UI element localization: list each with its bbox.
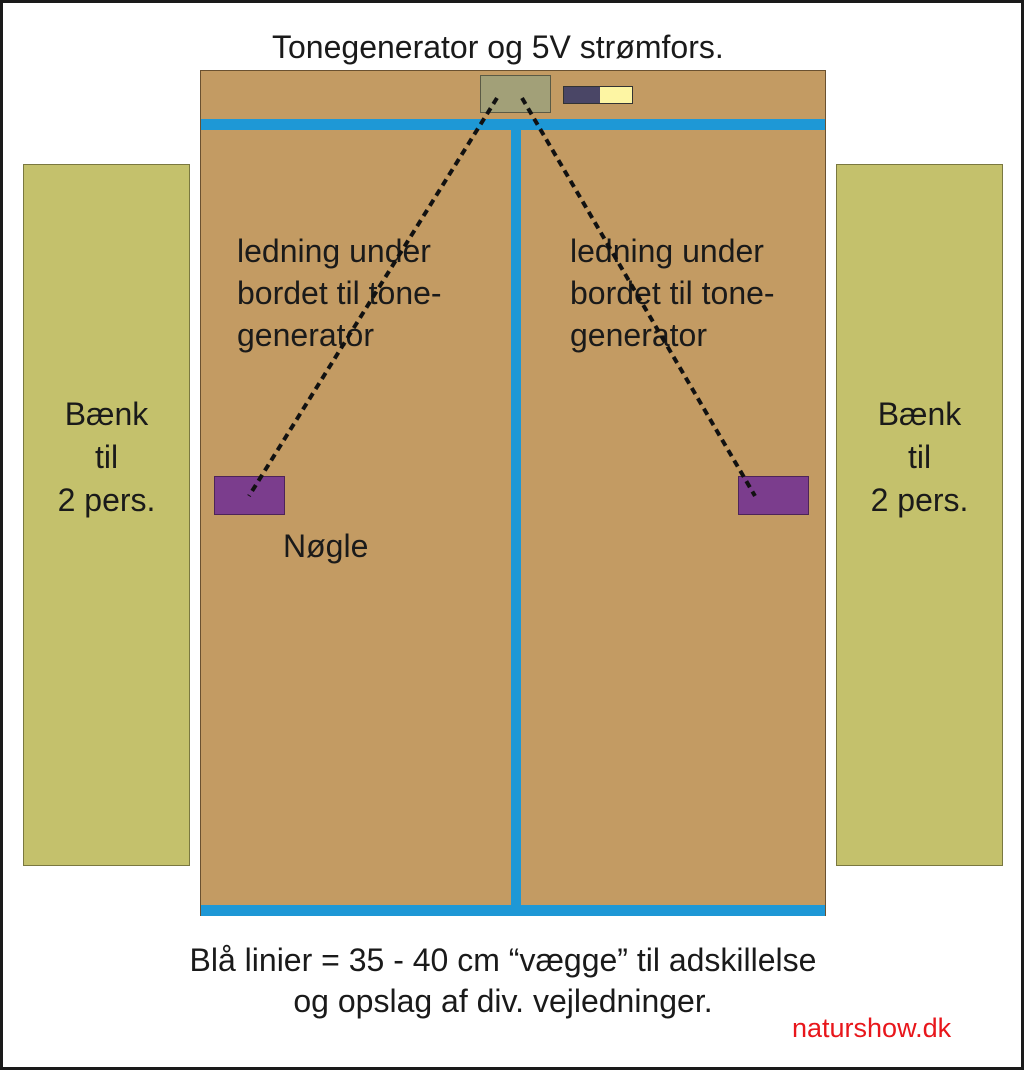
wall-top	[201, 119, 825, 130]
bench-right-line-3: 2 pers.	[870, 482, 969, 518]
bench-left-label: Bænk til 2 pers.	[24, 393, 189, 522]
wire-left-line-3: generator	[237, 317, 374, 353]
wire-right-line-1: ledning under	[570, 233, 764, 269]
wire-label-right: ledning under bordet til tone- generator	[570, 230, 775, 356]
wall-center	[511, 128, 521, 906]
power-supply-dark-part	[564, 87, 600, 103]
footer-line-1: Blå linier = 35 - 40 cm “vægge” til adsk…	[189, 942, 817, 978]
bench-left-line-1: Bænk	[64, 396, 149, 432]
key-label: Nøgle	[283, 528, 369, 564]
power-supply	[563, 86, 633, 104]
wire-left-line-2: bordet til tone-	[237, 275, 442, 311]
bench-right-line-1: Bænk	[877, 396, 962, 432]
wire-label-left: ledning under bordet til tone- generator	[237, 230, 442, 356]
wire-right-line-2: bordet til tone-	[570, 275, 775, 311]
diagram-title: Tonegenerator og 5V strømfors.	[272, 29, 724, 65]
tone-generator	[480, 75, 551, 113]
bench-right-line-2: til	[907, 439, 932, 475]
bench-left: Bænk til 2 pers.	[23, 164, 190, 866]
key-left	[214, 476, 285, 515]
bench-left-line-2: til	[94, 439, 119, 475]
credit-text: naturshow.dk	[792, 1013, 952, 1043]
bench-right: Bænk til 2 pers.	[836, 164, 1003, 866]
bench-right-label: Bænk til 2 pers.	[837, 393, 1002, 522]
key-right	[738, 476, 809, 515]
wall-bottom	[201, 905, 825, 916]
footer-line-2: og opslag af div. vejledninger.	[293, 983, 713, 1019]
wire-right-line-3: generator	[570, 317, 707, 353]
bench-left-line-3: 2 pers.	[57, 482, 156, 518]
power-supply-light-part	[600, 87, 632, 103]
wire-left-line-1: ledning under	[237, 233, 431, 269]
footer-note: Blå linier = 35 - 40 cm “vægge” til adsk…	[0, 940, 1006, 1022]
